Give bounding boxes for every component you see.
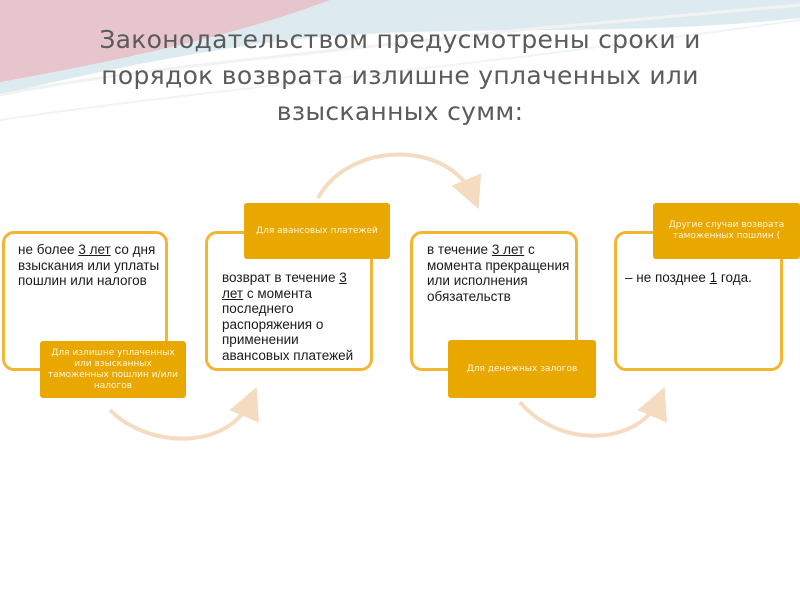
- arc-arrow-1: [108, 386, 259, 441]
- term-box-4-text: – не позднее 1 года.: [625, 270, 752, 285]
- term-box-1-text: не более 3 лет со дня взыскания или упла…: [18, 242, 160, 288]
- tag-overpaid-duties: Для излишне уплаченных или взысканных та…: [40, 341, 186, 398]
- tag-advance-payments: Для авансовых платежей: [244, 203, 390, 259]
- slide-title: Законодательством предусмотрены сроки и …: [99, 25, 701, 126]
- term-highlight: 3 лет: [491, 242, 525, 257]
- term-box-3-text: в течение 3 лет с момента прекращения ил…: [427, 242, 570, 304]
- term-highlight: 3 лет: [222, 270, 347, 301]
- term-box-2-text: возврат в течение 3 лет с момента послед…: [222, 270, 354, 363]
- tag-cash-deposits: Для денежных залогов: [448, 340, 596, 398]
- term-highlight: 1: [709, 270, 718, 285]
- tag-other-cases: Другие случаи возврата таможенных пошлин…: [653, 203, 800, 259]
- term-highlight: 3 лет: [78, 242, 111, 257]
- arc-arrow-2: [316, 152, 482, 210]
- arc-arrow-3: [518, 386, 667, 438]
